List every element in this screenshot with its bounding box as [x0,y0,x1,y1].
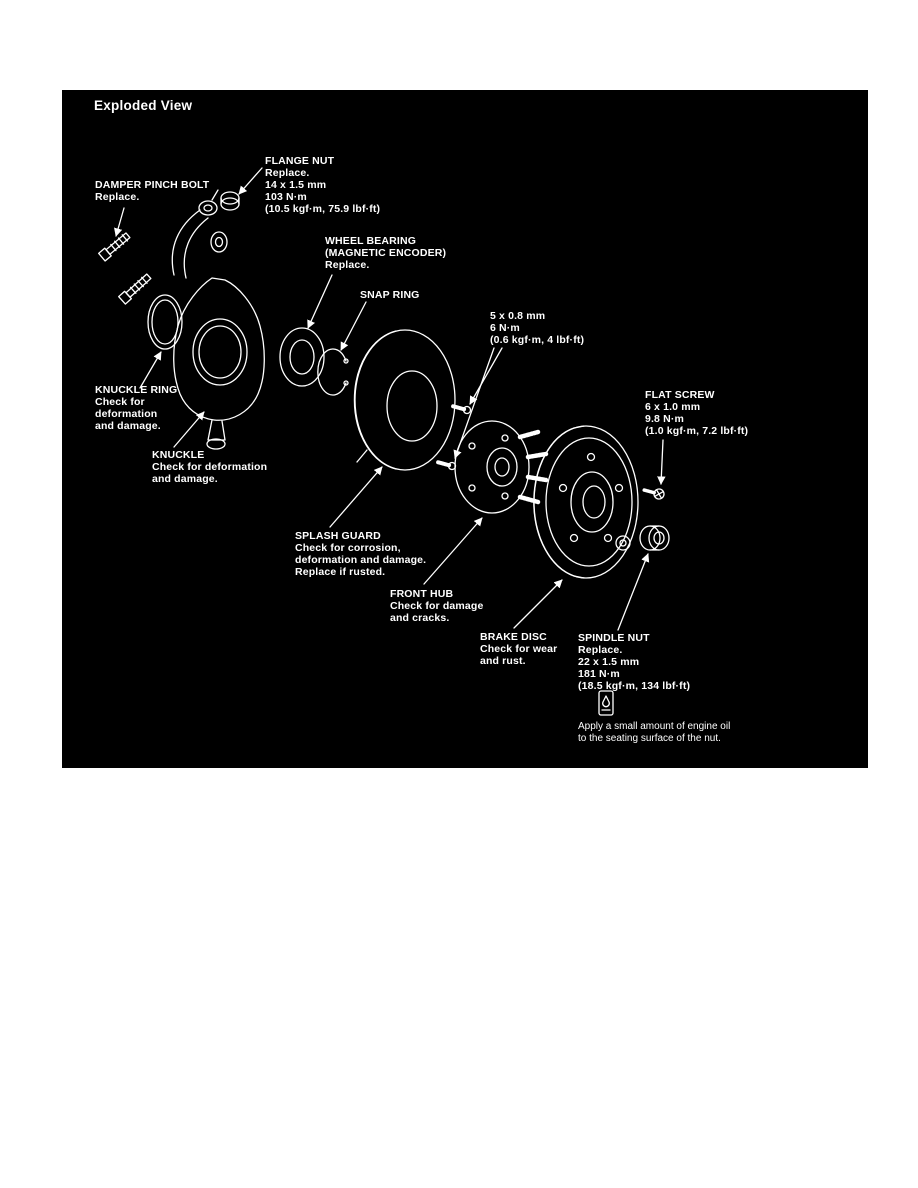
label-line: (10.5 kgf·m, 75.9 lbf·ft) [265,203,381,215]
label-line: and rust. [480,655,526,667]
label-line: 6 x 1.0 mm [645,401,701,413]
label-brake-disc: BRAKE DISC Check for wear and rust. [480,631,557,667]
part-name: SNAP RING [360,289,420,301]
label-knuckle-ring: KNUCKLE RING Check for deformation and d… [95,384,177,432]
leader-lines [114,167,666,631]
label-line: deformation and damage. [295,554,427,566]
flange-nut-art [220,191,240,211]
label-line: deformation [95,408,158,420]
label-line: Check for deformation [152,461,268,473]
label-line: (0.6 kgf·m, 4 lbf·ft) [490,334,585,346]
label-line: 5 x 0.8 mm [490,310,546,322]
label-line: Check for [95,396,145,408]
note-line: to the seating surface of the nut. [578,733,721,744]
part-name: SPINDLE NUT [578,632,650,644]
wheel-bearing-art [279,327,325,387]
label-line: Replace. [578,644,623,656]
label-line: 14 x 1.5 mm [265,179,327,191]
label-line: (1.0 kgf·m, 7.2 lbf·ft) [645,425,749,437]
flat-screw-art [641,488,665,500]
engine-oil-icon [598,690,614,716]
label-line: 22 x 1.5 mm [578,656,640,668]
damper-fork-art [171,189,228,279]
label-flange-nut: FLANGE NUT Replace. 14 x 1.5 mm 103 N·m … [265,155,380,215]
label-line: and cracks. [390,612,450,624]
label-line: Replace. [325,259,370,271]
label-damper-pinch-bolt: DAMPER PINCH BOLT Replace. [95,179,209,203]
knuckle-art [173,277,265,450]
snap-ring-art [317,348,349,396]
label-splash-guard: SPLASH GUARD Check for corrosion, deform… [295,530,426,578]
label-line: Check for wear [480,643,558,655]
spindle-nut-art [615,525,670,551]
label-spindle-nut: SPINDLE NUT Replace. 22 x 1.5 mm 181 N·m… [578,632,690,692]
knuckle-ring-art [147,294,183,350]
part-name: BRAKE DISC [480,631,547,643]
part-name: KNUCKLE RING [95,384,178,396]
part-name: FLAT SCREW [645,389,715,401]
label-line: and damage. [95,420,161,432]
exploded-view-diagram: Exploded View [62,90,868,768]
label-line: 9.8 N·m [645,413,684,425]
part-name: KNUCKLE [152,449,205,461]
part-name: (MAGNETIC ENCODER) [325,247,447,259]
label-line: Replace. [265,167,310,179]
part-name: SPLASH GUARD [295,530,381,542]
label-line: and damage. [152,473,218,485]
part-name: WHEEL BEARING [325,235,417,247]
front-hub-art [454,420,549,514]
label-line: Check for corrosion, [295,542,401,554]
label-flat-screw: FLAT SCREW 6 x 1.0 mm 9.8 N·m (1.0 kgf·m… [645,389,748,437]
label-line: Check for damage [390,600,484,612]
engine-oil-note: Apply a small amount of engine oil to th… [578,721,730,745]
label-line: 6 N·m [490,322,520,334]
part-name: DAMPER PINCH BOLT [95,179,210,191]
label-line: (18.5 kgf·m, 134 lbf·ft) [578,680,691,692]
exploded-view-art [98,167,670,716]
label-line: 181 N·m [578,668,620,680]
splash-guard-art [353,329,456,471]
note-line: Apply a small amount of engine oil [578,721,731,732]
label-line: Replace. [95,191,140,203]
label-splash-guard-screw-spec: 5 x 0.8 mm 6 N·m (0.6 kgf·m, 4 lbf·ft) [490,310,584,346]
part-name: FLANGE NUT [265,155,335,167]
brake-disc-art [533,425,639,579]
label-front-hub: FRONT HUB Check for damage and cracks. [390,588,483,624]
damper-pinch-bolt-art [98,232,152,305]
label-line: 103 N·m [265,191,307,203]
label-line: Replace if rusted. [295,566,386,578]
label-snap-ring: SNAP RING [360,289,420,301]
label-wheel-bearing: WHEEL BEARING (MAGNETIC ENCODER) Replace… [325,235,446,271]
label-knuckle: KNUCKLE Check for deformation and damage… [152,449,267,485]
diagram-title: Exploded View [94,98,193,113]
part-name: FRONT HUB [390,588,454,600]
